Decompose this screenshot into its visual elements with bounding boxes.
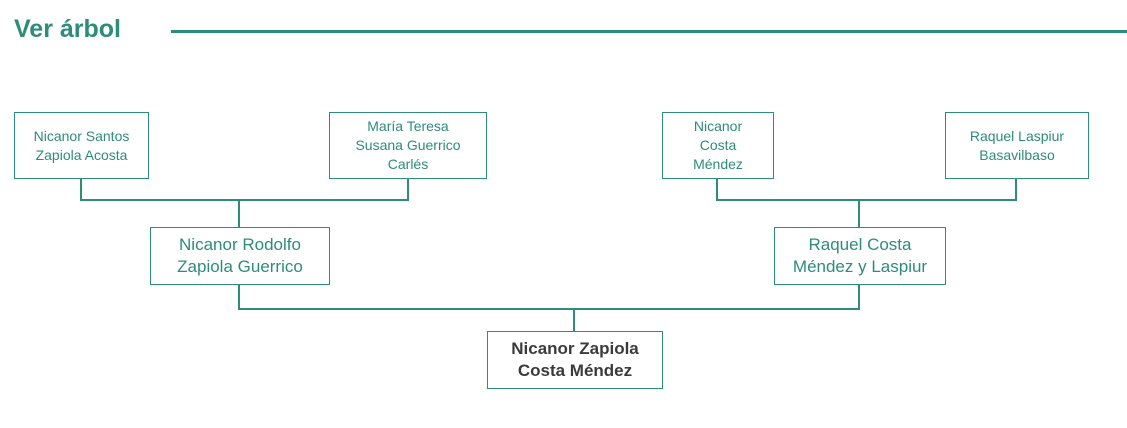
person-name: Nicanor Costa Méndez [693,118,743,172]
connector-segment [80,199,409,201]
person-name: Nicanor Zapiola Costa Méndez [511,339,639,380]
connector-segment [1015,179,1017,200]
connector-segment [238,308,860,310]
page-title: Ver árbol [14,15,121,43]
person-box-nicanor-costa-mendez[interactable]: Nicanor Costa Méndez [662,112,774,179]
connector-segment [716,199,1017,201]
person-name: Nicanor Santos Zapiola Acosta [33,127,130,163]
connector-segment [716,179,718,200]
person-box-nicanor-zapiola-costa-mendez[interactable]: Nicanor Zapiola Costa Méndez [487,331,663,389]
title-rule [171,30,1127,33]
person-box-nicanor-rodolfo-zapiola-guerrico[interactable]: Nicanor Rodolfo Zapiola Guerrico [150,227,330,285]
connector-segment [80,179,82,200]
connector-segment [238,285,240,309]
person-name: María Teresa Susana Guerrico Carlés [355,118,461,172]
person-box-nicanor-santos-zapiola-acosta[interactable]: Nicanor Santos Zapiola Acosta [14,112,149,179]
connector-segment [238,199,240,227]
person-box-raquel-laspiur-basavilbaso[interactable]: Raquel Laspiur Basavilbaso [945,112,1089,179]
person-box-raquel-costa-mendez-y-laspiur[interactable]: Raquel Costa Méndez y Laspiur [774,227,946,285]
connector-segment [858,199,860,227]
person-box-maria-teresa-susana-guerrico-carles[interactable]: María Teresa Susana Guerrico Carlés [329,112,487,179]
person-name: Nicanor Rodolfo Zapiola Guerrico [177,235,303,276]
connector-segment [573,308,575,331]
connector-segment [407,179,409,200]
person-name: Raquel Laspiur Basavilbaso [969,127,1065,163]
connector-segment [858,285,860,309]
person-name: Raquel Costa Méndez y Laspiur [792,235,928,276]
